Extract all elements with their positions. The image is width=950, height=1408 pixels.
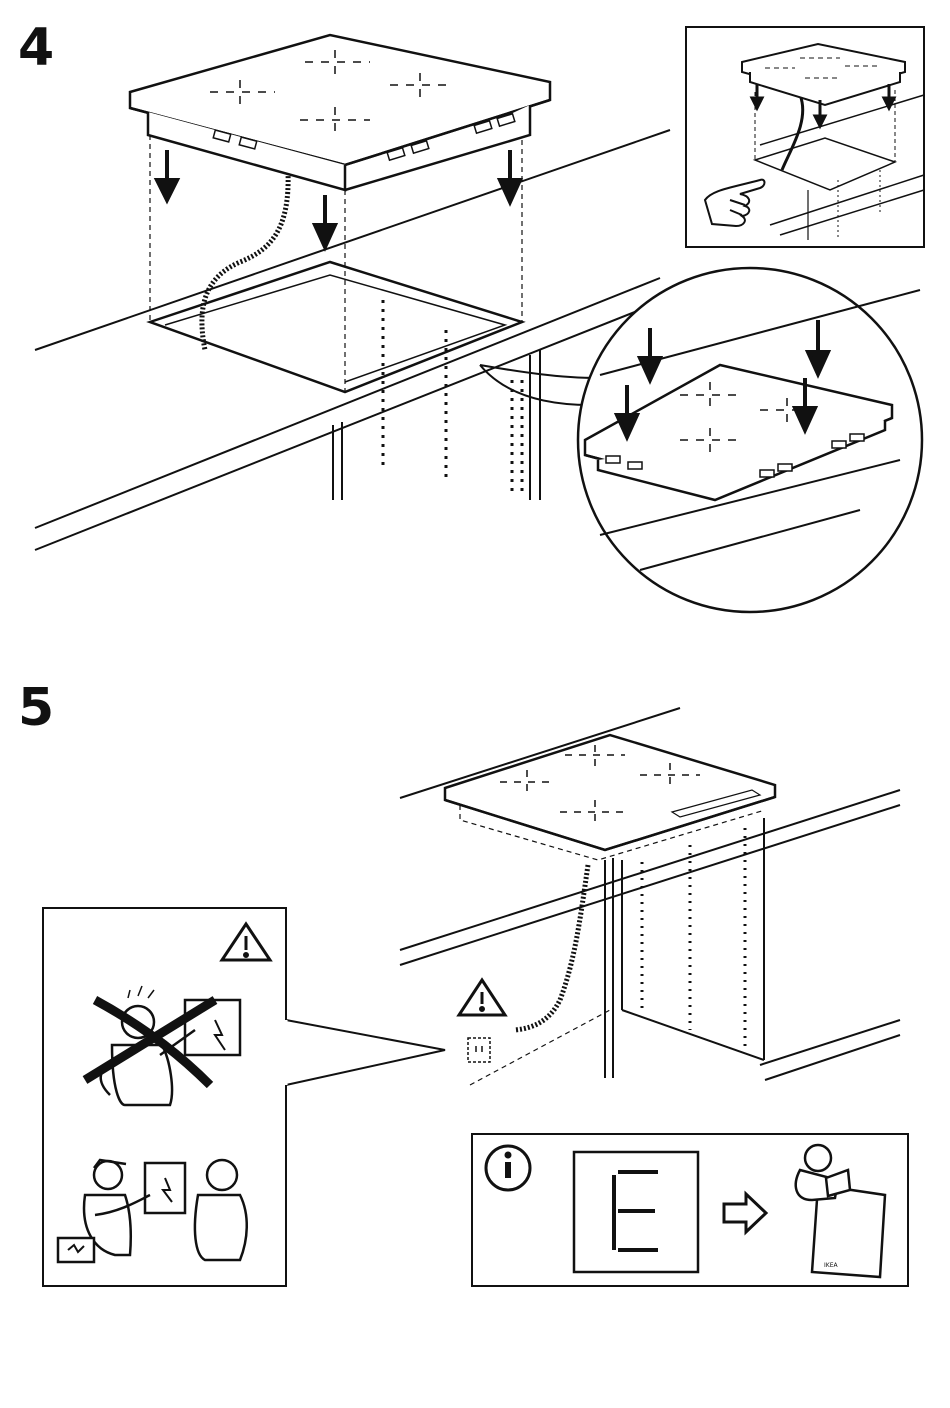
step5-main-scene — [400, 708, 900, 1085]
manual-label: IKEA — [824, 1262, 838, 1269]
step4-main-scene — [35, 35, 670, 550]
warning-triangle-icon — [459, 980, 505, 1015]
zoom-detail-circle — [480, 268, 922, 612]
info-icon — [486, 1146, 530, 1190]
